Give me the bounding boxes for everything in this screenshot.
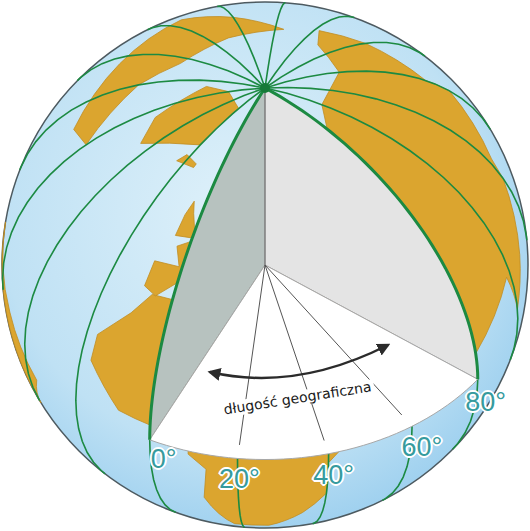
earth-axis [264,88,265,265]
north-pole [260,83,270,93]
bold-meridian [265,88,478,379]
equator-plane [150,265,478,460]
meridian-line [265,3,285,88]
continent [141,86,239,144]
degree-label: 40° [313,461,354,491]
radius-line [265,265,324,441]
degree-label: 60° [402,433,443,463]
degree-label: 0° [151,445,177,475]
cutaway-wedge [150,88,478,460]
bold-meridian [150,88,265,440]
longitude-arrow [210,345,388,378]
continents [2,17,520,526]
degree-label: 80° [465,388,506,418]
continent [175,201,195,238]
degree-label: 20° [219,465,260,495]
meridians [3,3,527,527]
meridian-line [265,43,425,88]
radius-line [239,265,265,445]
continent [2,222,41,403]
